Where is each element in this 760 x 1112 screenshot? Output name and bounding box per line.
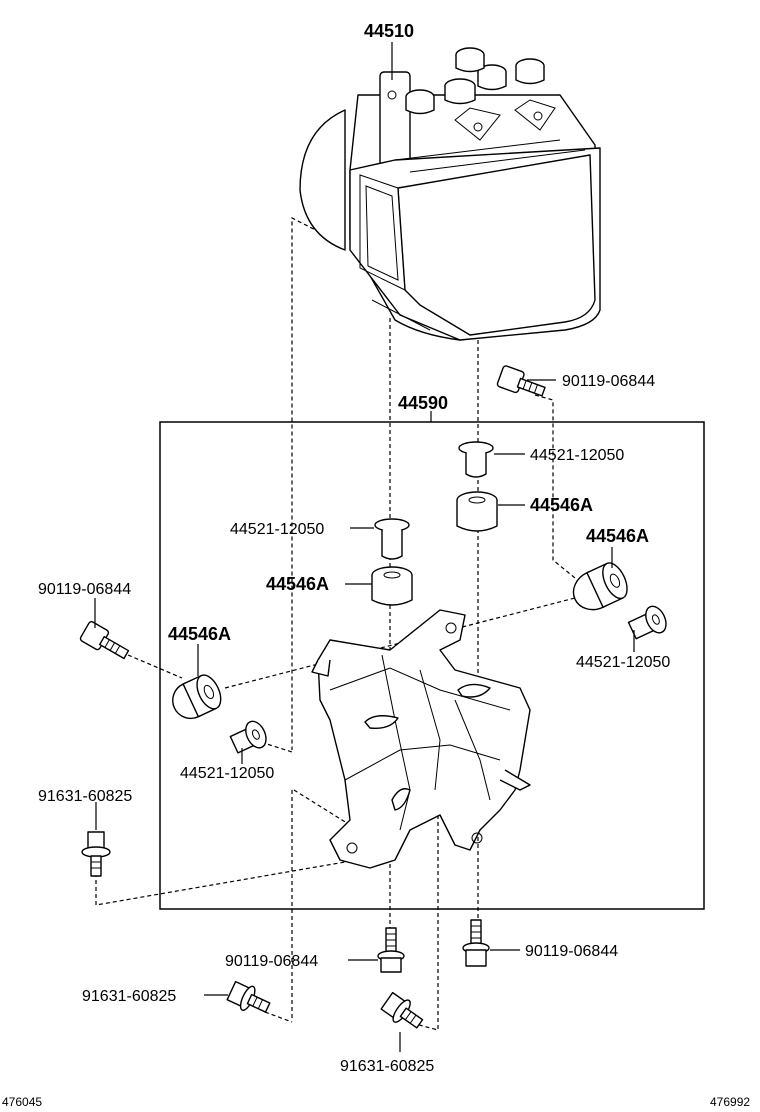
label-bolt-flange-bottom-left: 91631-60825 — [82, 988, 176, 1005]
footer-left-code: 476045 — [2, 1095, 42, 1109]
label-collar-top: 44521-12050 — [530, 447, 624, 464]
collar-top[interactable] — [458, 441, 494, 478]
abs-actuator-44510[interactable] — [299, 47, 601, 341]
label-bolt-flange-left: 91631-60825 — [38, 788, 132, 805]
bolt-flange-left[interactable] — [81, 831, 111, 877]
collar-right[interactable] — [626, 603, 670, 643]
bolt-bottom-center[interactable] — [377, 927, 405, 973]
bracket-assembly-frame — [159, 421, 705, 910]
cushion-right[interactable] — [567, 559, 632, 616]
bolt-top-right[interactable] — [496, 365, 548, 401]
bolt-left[interactable] — [79, 621, 132, 664]
cushion-top[interactable] — [456, 491, 498, 532]
cushion-mid-left[interactable] — [371, 566, 413, 606]
label-bolt-left: 90119-06844 — [38, 581, 131, 598]
label-actuator: 44510 — [364, 21, 414, 41]
label-bolt-flange-bottom-center: 91631-60825 — [340, 1058, 434, 1075]
label-collar-left: 44521-12050 — [180, 765, 274, 782]
label-cushion-top: 44546A — [530, 495, 593, 515]
bolt-flange-bottom-left[interactable] — [226, 979, 273, 1019]
label-bolt-bottom-right: 90119-06844 — [525, 943, 618, 960]
label-bolt-top-right: 90119-06844 — [562, 373, 655, 390]
label-cushion-mid-left: 44546A — [266, 574, 329, 594]
label-bracket: 44590 — [398, 393, 448, 413]
bracket-44590[interactable] — [311, 609, 531, 869]
cushion-left[interactable] — [167, 671, 226, 724]
collar-mid-left[interactable] — [374, 518, 410, 560]
label-collar-right: 44521-12050 — [576, 654, 670, 671]
port-plugs — [405, 47, 545, 115]
label-cushion-right: 44546A — [586, 526, 649, 546]
bolt-bottom-right[interactable] — [462, 919, 490, 967]
footer-right-code: 476992 — [710, 1095, 750, 1109]
collar-left[interactable] — [228, 718, 270, 757]
bolt-flange-bottom-center[interactable] — [379, 990, 427, 1034]
label-cushion-left: 44546A — [168, 624, 231, 644]
label-bolt-bottom-center: 90119-06844 — [225, 953, 318, 970]
label-collar-mid-left: 44521-12050 — [230, 521, 324, 538]
